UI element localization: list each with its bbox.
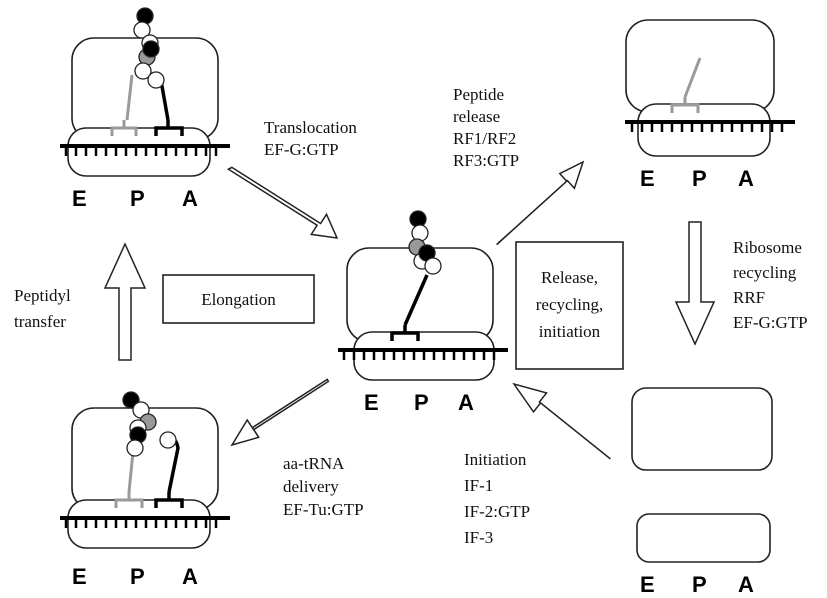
site-label-e: E: [640, 166, 655, 191]
p-site-trna-anticodon: [390, 325, 420, 341]
ribosome-recycling-line-3: RRF: [733, 288, 765, 307]
ribosome-release: [625, 19, 795, 157]
elongation-box: [162, 274, 315, 324]
a-site-trna-anticodon: [154, 120, 184, 136]
site-label-p: P: [692, 572, 707, 597]
aa-trna-delivery-line-3: EF-Tu:GTP: [283, 500, 364, 519]
small-subunit: [67, 127, 211, 177]
peptide-release-line-4: RF3:GTP: [453, 151, 519, 170]
ribosome-recycling-line-1: Ribosome: [733, 238, 802, 257]
peptidyl-transfer-arrow: [103, 242, 147, 361]
aa-trna-delivery-arrow: [230, 378, 330, 447]
peptide-chain: [133, 7, 165, 89]
codon-ticks: [64, 518, 218, 528]
codon-ticks: [630, 122, 784, 132]
peptidyl-transfer-line-1: Peptidyl: [14, 286, 71, 305]
free-large-subunit: [631, 387, 773, 471]
translocation-arrow: [226, 166, 339, 239]
elongation-label: Elongation: [201, 290, 276, 309]
codon-ticks: [64, 146, 218, 156]
p-site-trna-stem: [125, 74, 134, 121]
site-label-p: P: [130, 564, 145, 589]
large-subunit: [625, 19, 775, 113]
initiation-line-4: IF-3: [464, 528, 493, 547]
peptide-release-arrow: [496, 160, 585, 246]
peptide-chain: [122, 391, 157, 457]
incoming-amino-acid: [159, 431, 177, 449]
center-box-line-3: initiation: [539, 322, 601, 341]
p-site-trna-anticodon: [114, 492, 144, 508]
site-label-e: E: [640, 572, 655, 597]
site-label-a: A: [458, 390, 474, 415]
ribosome-recycling-line-2: recycling: [733, 263, 797, 282]
release-recycling-initiation-box: [515, 241, 624, 370]
site-label-e: E: [72, 186, 87, 211]
aa-trna-delivery-line-2: delivery: [283, 477, 339, 496]
ribosome-center: [338, 210, 508, 381]
center-box-line-1: Release,: [541, 268, 598, 287]
site-label-a: A: [738, 572, 754, 597]
p-site-trna-anticodon: [110, 120, 138, 136]
ribosome-recycling-arrow: [674, 221, 716, 346]
translocation-line-2: EF-G:GTP: [264, 140, 339, 159]
ribosome-pretranslocation: [60, 7, 230, 177]
p-site-trna-anticodon: [670, 97, 700, 113]
peptide-release-line-3: RF1/RF2: [453, 129, 516, 148]
free-small-subunit: [636, 513, 771, 563]
small-subunit: [637, 103, 771, 157]
site-label-p: P: [414, 390, 429, 415]
initiation-line-2: IF-1: [464, 476, 493, 495]
site-label-a: A: [738, 166, 754, 191]
peptidyl-transfer-line-2: transfer: [14, 312, 66, 331]
site-label-e: E: [72, 564, 87, 589]
initiation-line-3: IF-2:GTP: [464, 502, 530, 521]
peptide-release-line-1: Peptide: [453, 85, 504, 104]
site-label-a: A: [182, 564, 198, 589]
site-label-p: P: [130, 186, 145, 211]
peptide-chain: [408, 210, 442, 275]
p-site-trna-stem: [403, 274, 429, 326]
site-label-e: E: [364, 390, 379, 415]
codon-ticks: [342, 350, 496, 360]
p-site-trna-stem: [127, 451, 135, 493]
small-subunit: [67, 499, 211, 549]
ribosome-recycling-line-4: EF-G:GTP: [733, 313, 808, 332]
a-site-trna-anticodon: [154, 492, 184, 508]
peptide-release-line-2: release: [453, 107, 500, 126]
initiation-line-1: Initiation: [464, 450, 527, 469]
site-label-p: P: [692, 166, 707, 191]
aa-trna-delivery-line-1: aa-tRNA: [283, 454, 345, 473]
ribosome-aa-trna-delivery: [60, 391, 230, 549]
site-label-a: A: [182, 186, 198, 211]
center-box-line-2: recycling,: [536, 295, 604, 314]
p-site-trna-stem: [683, 57, 702, 98]
initiation-arrow: [512, 382, 611, 460]
translocation-line-1: Translocation: [264, 118, 357, 137]
